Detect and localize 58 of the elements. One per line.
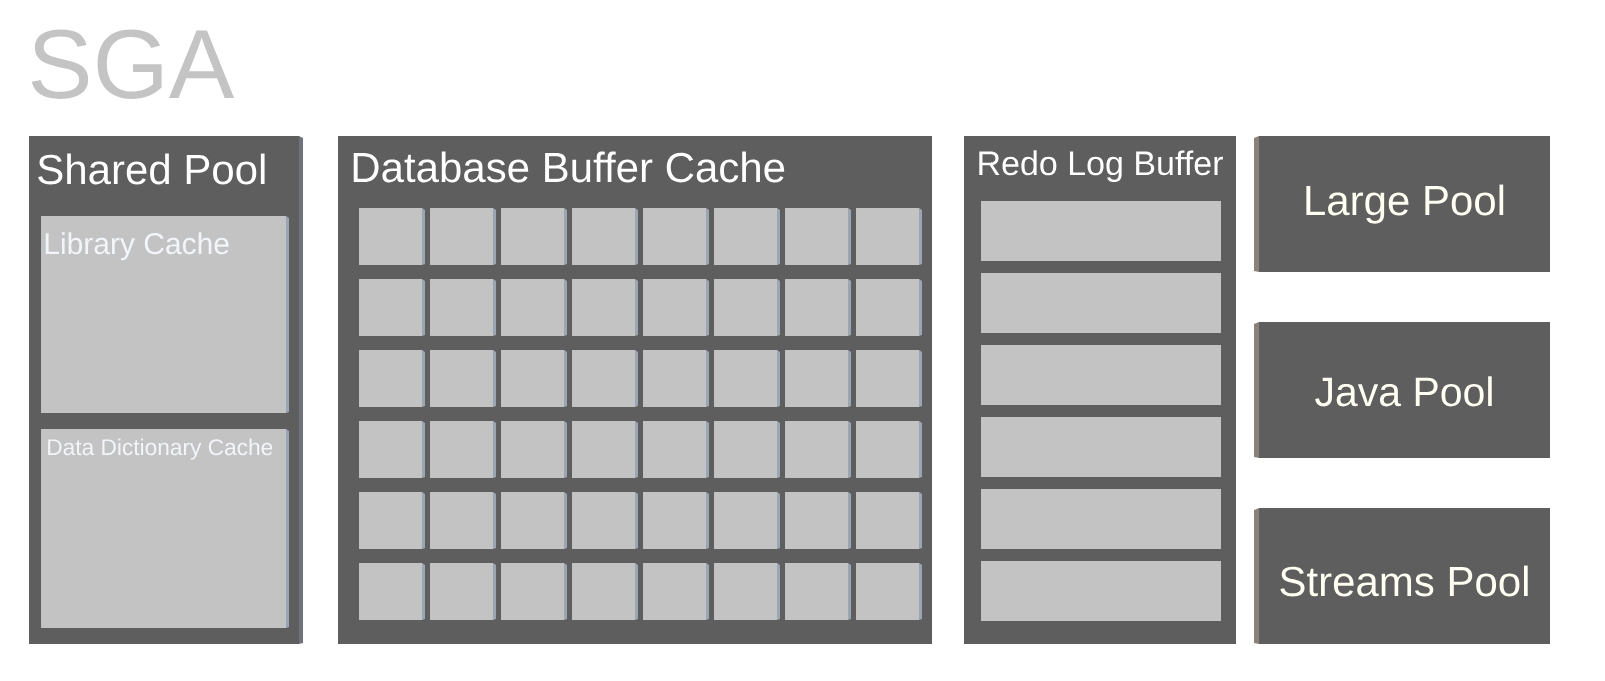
grid-block	[359, 350, 425, 407]
grid-block	[643, 279, 709, 336]
grid-block	[643, 563, 709, 620]
grid-block	[856, 350, 922, 407]
grid-block	[501, 563, 567, 620]
grid-block	[643, 421, 709, 478]
grid-block	[785, 563, 851, 620]
grid-block	[714, 279, 780, 336]
grid-block	[643, 350, 709, 407]
grid-block	[359, 208, 425, 265]
row-bar	[981, 561, 1221, 621]
grid-block	[359, 421, 425, 478]
label-box: Java Pool	[1254, 322, 1550, 458]
grid-block	[430, 350, 496, 407]
grid-block	[643, 492, 709, 549]
grid-block	[430, 492, 496, 549]
row-bar	[981, 417, 1221, 477]
grid-block	[359, 563, 425, 620]
grid-block	[714, 208, 780, 265]
grid-block	[430, 421, 496, 478]
grid-block	[785, 421, 851, 478]
title: SGA	[31, 29, 235, 99]
row-bar	[981, 273, 1221, 333]
grid-block	[501, 492, 567, 549]
grid-block	[359, 279, 425, 336]
grid-block	[430, 208, 496, 265]
grid-block	[714, 421, 780, 478]
grid-block	[856, 563, 922, 620]
grid-block	[359, 492, 425, 549]
row-bar	[981, 489, 1221, 549]
label-box: Streams Pool	[1254, 508, 1550, 644]
grid-block	[785, 350, 851, 407]
grid-block	[785, 279, 851, 336]
grid-block	[572, 492, 638, 549]
grid-block	[856, 492, 922, 549]
row-bar	[981, 201, 1221, 261]
grid-block	[501, 421, 567, 478]
grid-block	[785, 208, 851, 265]
grid-block	[501, 208, 567, 265]
grid-block	[785, 492, 851, 549]
grid-block	[430, 563, 496, 620]
grid-block	[572, 350, 638, 407]
grid-block	[572, 279, 638, 336]
grid-block	[501, 350, 567, 407]
grid-block	[856, 279, 922, 336]
label-box: Large Pool	[1254, 136, 1550, 272]
grid-block	[430, 279, 496, 336]
grid-block	[856, 208, 922, 265]
grid-block	[572, 421, 638, 478]
grid-block	[856, 421, 922, 478]
grid-block	[714, 563, 780, 620]
grid-block	[501, 279, 567, 336]
grid-block	[714, 492, 780, 549]
grid-block	[572, 563, 638, 620]
grid-block	[714, 350, 780, 407]
grid-block	[572, 208, 638, 265]
grid-block	[643, 208, 709, 265]
row-bar	[981, 345, 1221, 405]
